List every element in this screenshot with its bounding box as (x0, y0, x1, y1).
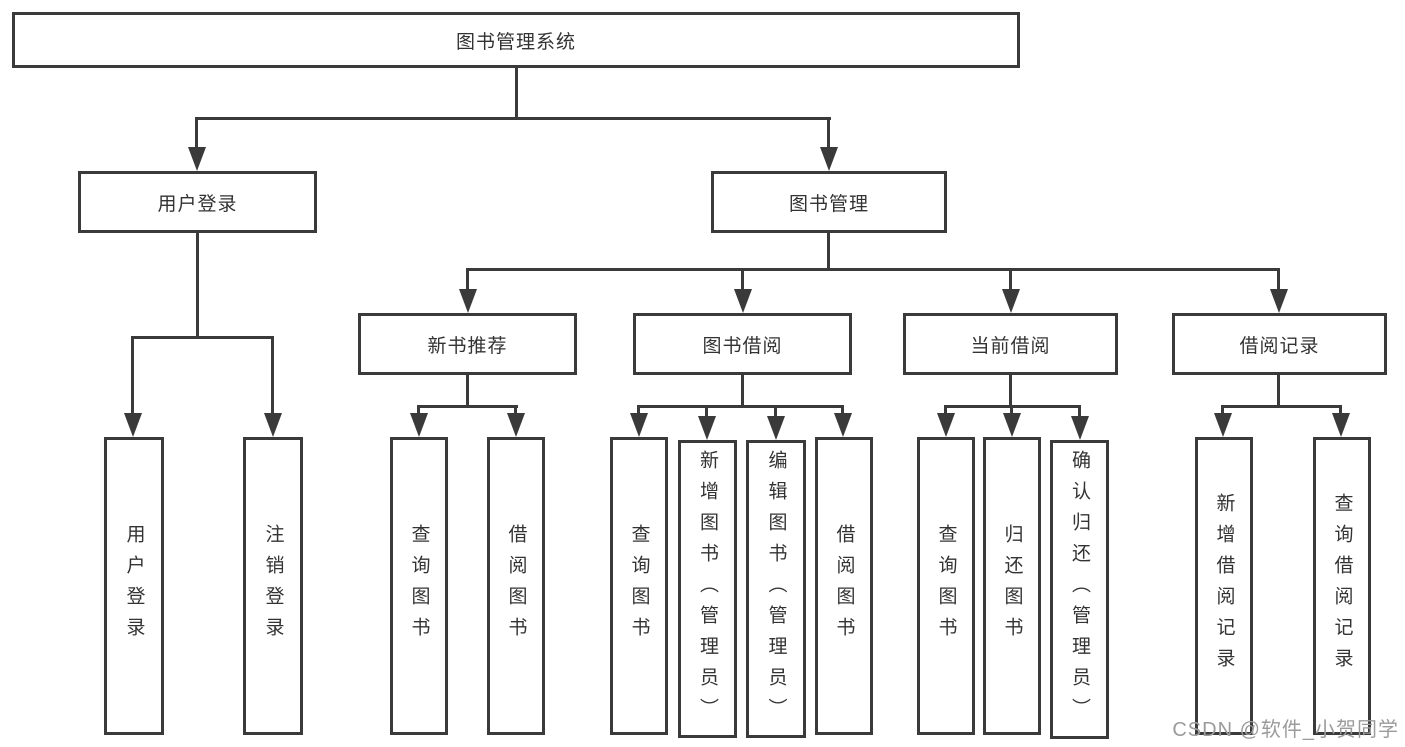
connector-line (827, 117, 830, 151)
leaf-label: 确认归还（管理员） (1069, 450, 1090, 729)
leaf-user-login: 用户登录 (104, 437, 164, 735)
leaf-label: 借阅图书 (505, 524, 527, 648)
node-borrowing-records: 借阅记录 (1172, 313, 1387, 375)
leaf-query-borrow-record: 查询借阅记录 (1313, 437, 1371, 735)
connector-line (466, 268, 469, 292)
leaf-label: 借阅图书 (833, 524, 855, 648)
node-user-login: 用户登录 (78, 171, 317, 233)
arrow-down-icon (698, 416, 716, 440)
node-label: 用户登录 (157, 193, 238, 215)
arrow-down-icon (264, 413, 282, 437)
leaf-query-books-current: 查询图书 (917, 437, 975, 735)
connector-line (1078, 405, 1081, 418)
leaf-add-borrow-record: 新增借阅记录 (1195, 437, 1253, 735)
arrow-down-icon (1071, 416, 1089, 440)
leaf-label: 注销登录 (262, 524, 284, 648)
arrow-down-icon (820, 147, 838, 171)
connector-line (131, 336, 134, 416)
arrow-down-icon (1270, 289, 1288, 313)
connector-line (1277, 268, 1280, 292)
connector-line (637, 405, 844, 408)
connector-line (741, 268, 744, 292)
node-label: 当前借阅 (970, 335, 1051, 357)
arrow-down-icon (507, 413, 525, 437)
leaf-label: 查询图书 (935, 524, 957, 648)
arrow-down-icon (834, 413, 852, 437)
node-library-management-system: 图书管理系统 (12, 12, 1020, 68)
arrow-down-icon (937, 413, 955, 437)
arrow-down-icon (1332, 413, 1350, 437)
arrow-down-icon (124, 413, 142, 437)
node-label: 图书借阅 (702, 335, 783, 357)
leaf-borrow-books: 借阅图书 (815, 437, 873, 735)
connector-line (774, 405, 777, 418)
connector-line (705, 405, 708, 418)
arrow-down-icon (459, 289, 477, 313)
leaf-query-books-recommend: 查询图书 (390, 437, 448, 735)
leaf-logout: 注销登录 (243, 437, 303, 735)
connector-line (1277, 375, 1280, 408)
connector-line (944, 405, 947, 418)
leaf-return-books: 归还图书 (983, 437, 1041, 735)
connector-line (741, 375, 744, 408)
arrow-down-icon (1003, 413, 1021, 437)
connector-line (417, 405, 518, 408)
leaf-label: 新增借阅记录 (1213, 493, 1235, 679)
connector-line (196, 233, 199, 339)
connector-line (827, 233, 830, 271)
connector-line (514, 405, 517, 418)
leaf-label: 查询图书 (628, 524, 650, 648)
arrow-down-icon (410, 413, 428, 437)
node-book-management: 图书管理 (711, 171, 947, 233)
leaf-label: 归还图书 (1001, 524, 1023, 648)
node-current-borrowing: 当前借阅 (903, 313, 1118, 375)
leaf-label: 新增图书（管理员） (697, 449, 718, 729)
connector-line (466, 375, 469, 408)
arrow-down-icon (767, 416, 785, 440)
connector-line (271, 336, 274, 416)
node-label: 图书管理 (788, 193, 869, 215)
arrow-down-icon (734, 289, 752, 313)
connector-line (131, 336, 274, 339)
csdn-watermark: CSDN @软件_小贺同学 (1172, 719, 1399, 741)
leaf-confirm-return-admin: 确认归还（管理员） (1050, 440, 1109, 739)
connector-line (195, 117, 198, 151)
arrow-down-icon (188, 147, 206, 171)
leaf-query-books-borrow: 查询图书 (610, 437, 668, 735)
leaf-add-books-admin: 新增图书（管理员） (678, 440, 737, 738)
connector-line (515, 68, 518, 120)
arrow-down-icon (1214, 413, 1232, 437)
connector-line (417, 405, 420, 418)
node-label: 借阅记录 (1239, 335, 1320, 357)
connector-line (1009, 268, 1012, 292)
node-book-borrowing: 图书借阅 (633, 313, 852, 375)
leaf-borrow-books-recommend: 借阅图书 (487, 437, 545, 735)
node-label: 图书管理系统 (455, 31, 576, 53)
connector-line (1221, 405, 1341, 408)
connector-line (637, 405, 640, 418)
arrow-down-icon (1002, 289, 1020, 313)
leaf-label: 用户登录 (123, 524, 145, 648)
connector-line (1221, 405, 1224, 418)
node-label: 新书推荐 (427, 335, 508, 357)
connector-line (1010, 405, 1013, 418)
leaf-label: 查询图书 (408, 524, 430, 648)
leaf-label: 查询借阅记录 (1331, 493, 1353, 679)
connector-line (195, 117, 831, 120)
node-new-book-recommendation: 新书推荐 (358, 313, 577, 375)
connector-line (1339, 405, 1342, 418)
arrow-down-icon (630, 413, 648, 437)
leaf-edit-books-admin: 编辑图书（管理员） (746, 440, 806, 738)
connector-line (1009, 375, 1012, 408)
connector-line (466, 268, 1280, 271)
connector-line (841, 405, 844, 418)
leaf-label: 编辑图书（管理员） (765, 449, 787, 729)
